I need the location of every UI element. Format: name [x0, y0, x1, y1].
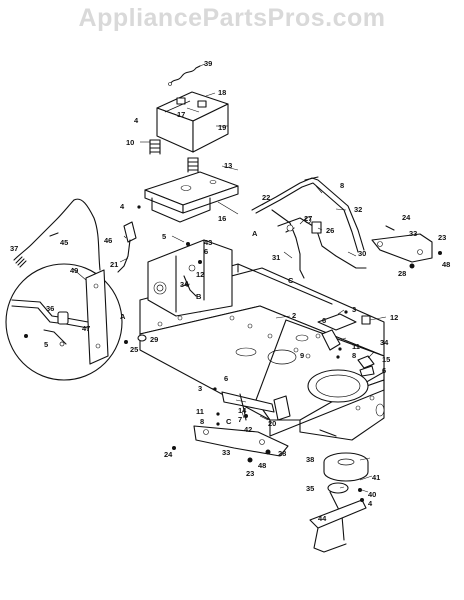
front-axle-arm	[213, 387, 275, 426]
callout-48: 48	[258, 461, 266, 470]
callout-16: 16	[218, 214, 226, 223]
battery-tray	[144, 171, 239, 223]
callout-13: 13	[224, 161, 232, 170]
callout-23: 23	[438, 233, 446, 242]
callout-46: 46	[104, 236, 112, 245]
callout-labels: 39 18 17 19 4 10 13 4 16 22 8 27 32 24 3…	[10, 59, 450, 523]
callout-28: 28	[398, 269, 406, 278]
callout-23: 23	[246, 469, 254, 478]
callout-3: 3	[352, 305, 356, 314]
callout-6: 6	[382, 366, 386, 375]
callout-48: 48	[442, 260, 450, 269]
callout-40: 40	[368, 490, 376, 499]
callout-c: C	[226, 417, 232, 426]
callout-26: 26	[326, 226, 334, 235]
callout-33: 33	[409, 229, 417, 238]
callout-9: 9	[300, 351, 304, 360]
callout-22: 22	[262, 193, 270, 202]
callout-35: 35	[306, 484, 314, 493]
lift-lever	[251, 176, 367, 279]
detail-inset	[5, 263, 123, 381]
callout-30: 30	[358, 249, 366, 258]
callout-39: 39	[204, 59, 212, 68]
battery-springs	[149, 139, 199, 173]
callout-20: 20	[268, 419, 276, 428]
callout-b: B	[196, 292, 202, 301]
callout-6: 6	[204, 247, 208, 256]
battery	[156, 91, 229, 153]
callout-4: 4	[134, 116, 139, 125]
callout-24: 24	[402, 213, 411, 222]
callout-47: 47	[82, 324, 90, 333]
callout-a: A	[184, 279, 190, 288]
watermark: AppliancePartsPros.com	[78, 4, 386, 32]
right-brackets	[317, 310, 375, 377]
callout-11: 11	[196, 407, 204, 416]
callout-12: 12	[390, 313, 398, 322]
callout-49: 49	[70, 266, 78, 275]
callout-3: 3	[198, 384, 202, 393]
rear-bracket	[371, 225, 442, 269]
callout-31: 31	[272, 253, 280, 262]
callout-37: 37	[10, 244, 18, 253]
callout-34: 34	[180, 280, 189, 289]
callout-11: 11	[352, 342, 360, 351]
callout-a: A	[120, 312, 126, 321]
callout-43: 43	[204, 238, 212, 247]
callout-12: 12	[196, 270, 204, 279]
callout-8: 8	[200, 417, 204, 426]
callout-15: 15	[382, 355, 390, 364]
battery-cable	[169, 65, 201, 85]
callout-28: 28	[278, 449, 286, 458]
callout-45: 45	[60, 238, 68, 247]
callout-4: 4	[368, 499, 373, 508]
callout-18: 18	[218, 88, 226, 97]
callout-38: 38	[306, 455, 314, 464]
callout-5: 5	[44, 340, 48, 349]
callout-27: 27	[304, 214, 312, 223]
leader-lines	[71, 63, 387, 493]
callout-44: 44	[318, 514, 327, 523]
callout-34: 34	[380, 338, 389, 347]
callout-33: 33	[222, 448, 230, 457]
callout-24: 24	[164, 450, 173, 459]
callout-7: 7	[238, 415, 242, 424]
lower-bracket	[172, 425, 289, 463]
callout-6: 6	[224, 374, 228, 383]
callout-41: 41	[372, 473, 380, 482]
pulley-assembly	[309, 452, 369, 553]
pedal-bracket	[147, 239, 233, 317]
link-rod	[239, 393, 291, 421]
callout-8: 8	[340, 181, 344, 190]
callout-4: 4	[120, 202, 125, 211]
callout-25: 25	[130, 345, 138, 354]
callout-10: 10	[126, 138, 134, 147]
lift-knob	[117, 221, 137, 273]
callout-42: 42	[244, 425, 252, 434]
callout-14: 14	[238, 406, 247, 415]
callout-21: 21	[110, 260, 118, 269]
callout-c: C	[288, 276, 294, 285]
callout-17: 17	[177, 110, 185, 119]
callout-8: 8	[352, 351, 356, 360]
callout-19: 19	[218, 123, 226, 132]
callout-36: 36	[46, 304, 54, 313]
callout-5: 5	[162, 232, 166, 241]
callout-6: 6	[322, 316, 326, 325]
callout-a: A	[252, 229, 258, 238]
callout-2: 2	[292, 311, 296, 320]
callout-29: 29	[150, 335, 158, 344]
throttle-cable	[13, 198, 101, 271]
callout-32: 32	[354, 205, 362, 214]
